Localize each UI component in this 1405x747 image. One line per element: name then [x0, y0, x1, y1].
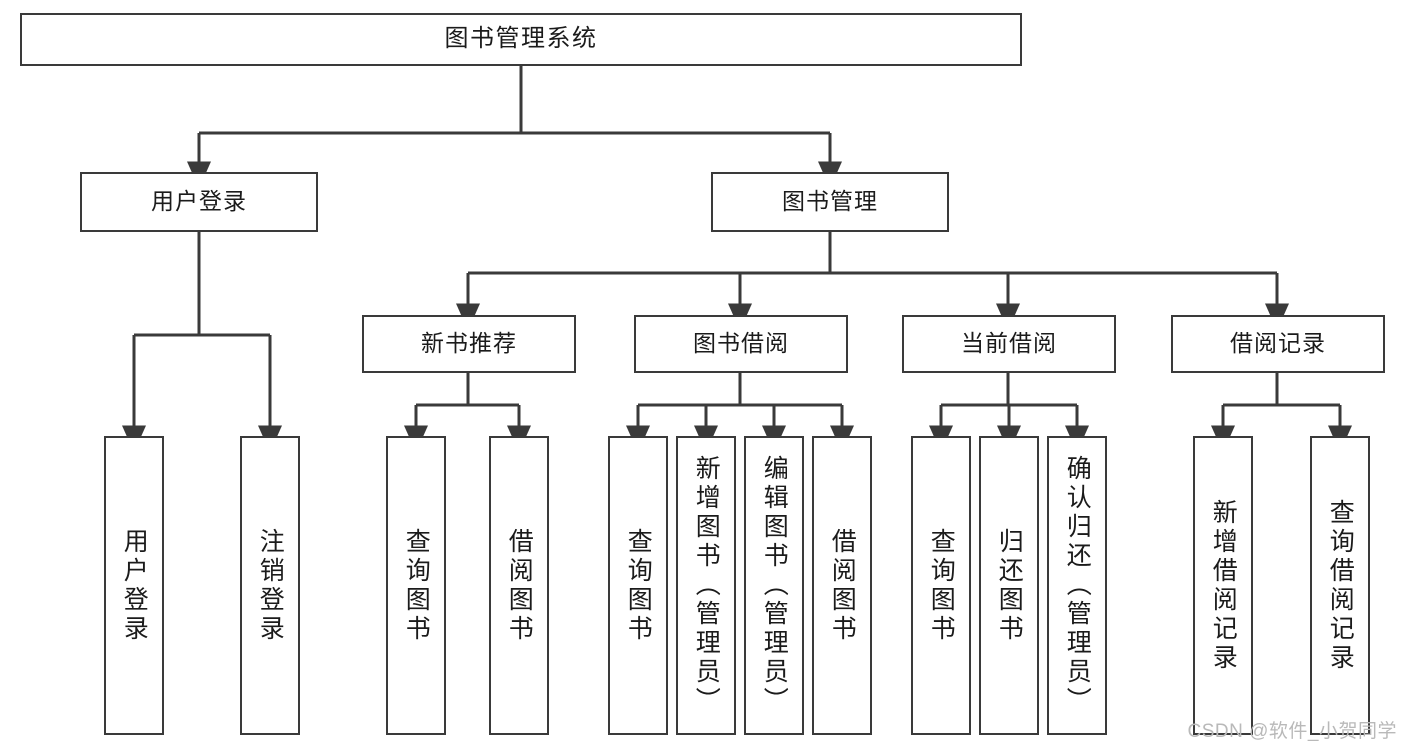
leaf-edit-book-admin[interactable]: 编辑图书（管理员） [744, 436, 804, 735]
leaf-add-book-admin-label: 新增图书（管理员） [692, 455, 721, 716]
node-borrow-records[interactable]: 借阅记录 [1171, 315, 1385, 373]
node-user-login-label: 用户登录 [151, 188, 247, 215]
leaf-logout[interactable]: 注销登录 [240, 436, 300, 735]
node-book-management-label: 图书管理 [782, 188, 878, 215]
leaf-add-borrow-record-label: 新增借阅记录 [1209, 498, 1238, 673]
node-user-login[interactable]: 用户登录 [80, 172, 318, 232]
leaf-add-borrow-record[interactable]: 新增借阅记录 [1193, 436, 1253, 735]
leaf-query-borrow-record-label: 查询借阅记录 [1326, 498, 1355, 673]
node-book-borrow[interactable]: 图书借阅 [634, 315, 848, 373]
node-borrow-records-label: 借阅记录 [1230, 330, 1326, 357]
leaf-borrow-books-newbook[interactable]: 借阅图书 [489, 436, 549, 735]
leaf-add-book-admin[interactable]: 新增图书（管理员） [676, 436, 736, 735]
leaf-confirm-return-admin-label: 确认归还（管理员） [1063, 455, 1092, 716]
node-current-borrow-label: 当前借阅 [961, 330, 1057, 357]
node-new-book-recommend[interactable]: 新书推荐 [362, 315, 576, 373]
leaf-query-books-newbook-label: 查询图书 [402, 527, 431, 644]
node-book-management[interactable]: 图书管理 [711, 172, 949, 232]
leaf-query-borrow-record[interactable]: 查询借阅记录 [1310, 436, 1370, 735]
leaf-borrow-books-borrow[interactable]: 借阅图书 [812, 436, 872, 735]
node-new-book-recommend-label: 新书推荐 [421, 330, 517, 357]
leaf-logout-label: 注销登录 [256, 527, 285, 644]
leaf-query-books-borrow[interactable]: 查询图书 [608, 436, 668, 735]
leaf-borrow-books-newbook-label: 借阅图书 [505, 527, 534, 644]
watermark: CSDN @软件_小贺同学 [1187, 721, 1397, 742]
leaf-edit-book-admin-label: 编辑图书（管理员） [760, 455, 789, 716]
node-root[interactable]: 图书管理系统 [20, 13, 1022, 66]
node-book-borrow-label: 图书借阅 [693, 330, 789, 357]
node-root-label: 图书管理系统 [444, 25, 598, 53]
leaf-borrow-books-borrow-label: 借阅图书 [828, 527, 857, 644]
node-current-borrow[interactable]: 当前借阅 [902, 315, 1116, 373]
leaf-user-login[interactable]: 用户登录 [104, 436, 164, 735]
leaf-return-books-label: 归还图书 [995, 527, 1024, 644]
leaf-query-books-current[interactable]: 查询图书 [911, 436, 971, 735]
leaf-return-books[interactable]: 归还图书 [979, 436, 1039, 735]
leaf-query-books-newbook[interactable]: 查询图书 [386, 436, 446, 735]
leaf-user-login-label: 用户登录 [120, 527, 149, 644]
leaf-confirm-return-admin[interactable]: 确认归还（管理员） [1047, 436, 1107, 735]
leaf-query-books-current-label: 查询图书 [927, 527, 956, 644]
leaf-query-books-borrow-label: 查询图书 [624, 527, 653, 644]
